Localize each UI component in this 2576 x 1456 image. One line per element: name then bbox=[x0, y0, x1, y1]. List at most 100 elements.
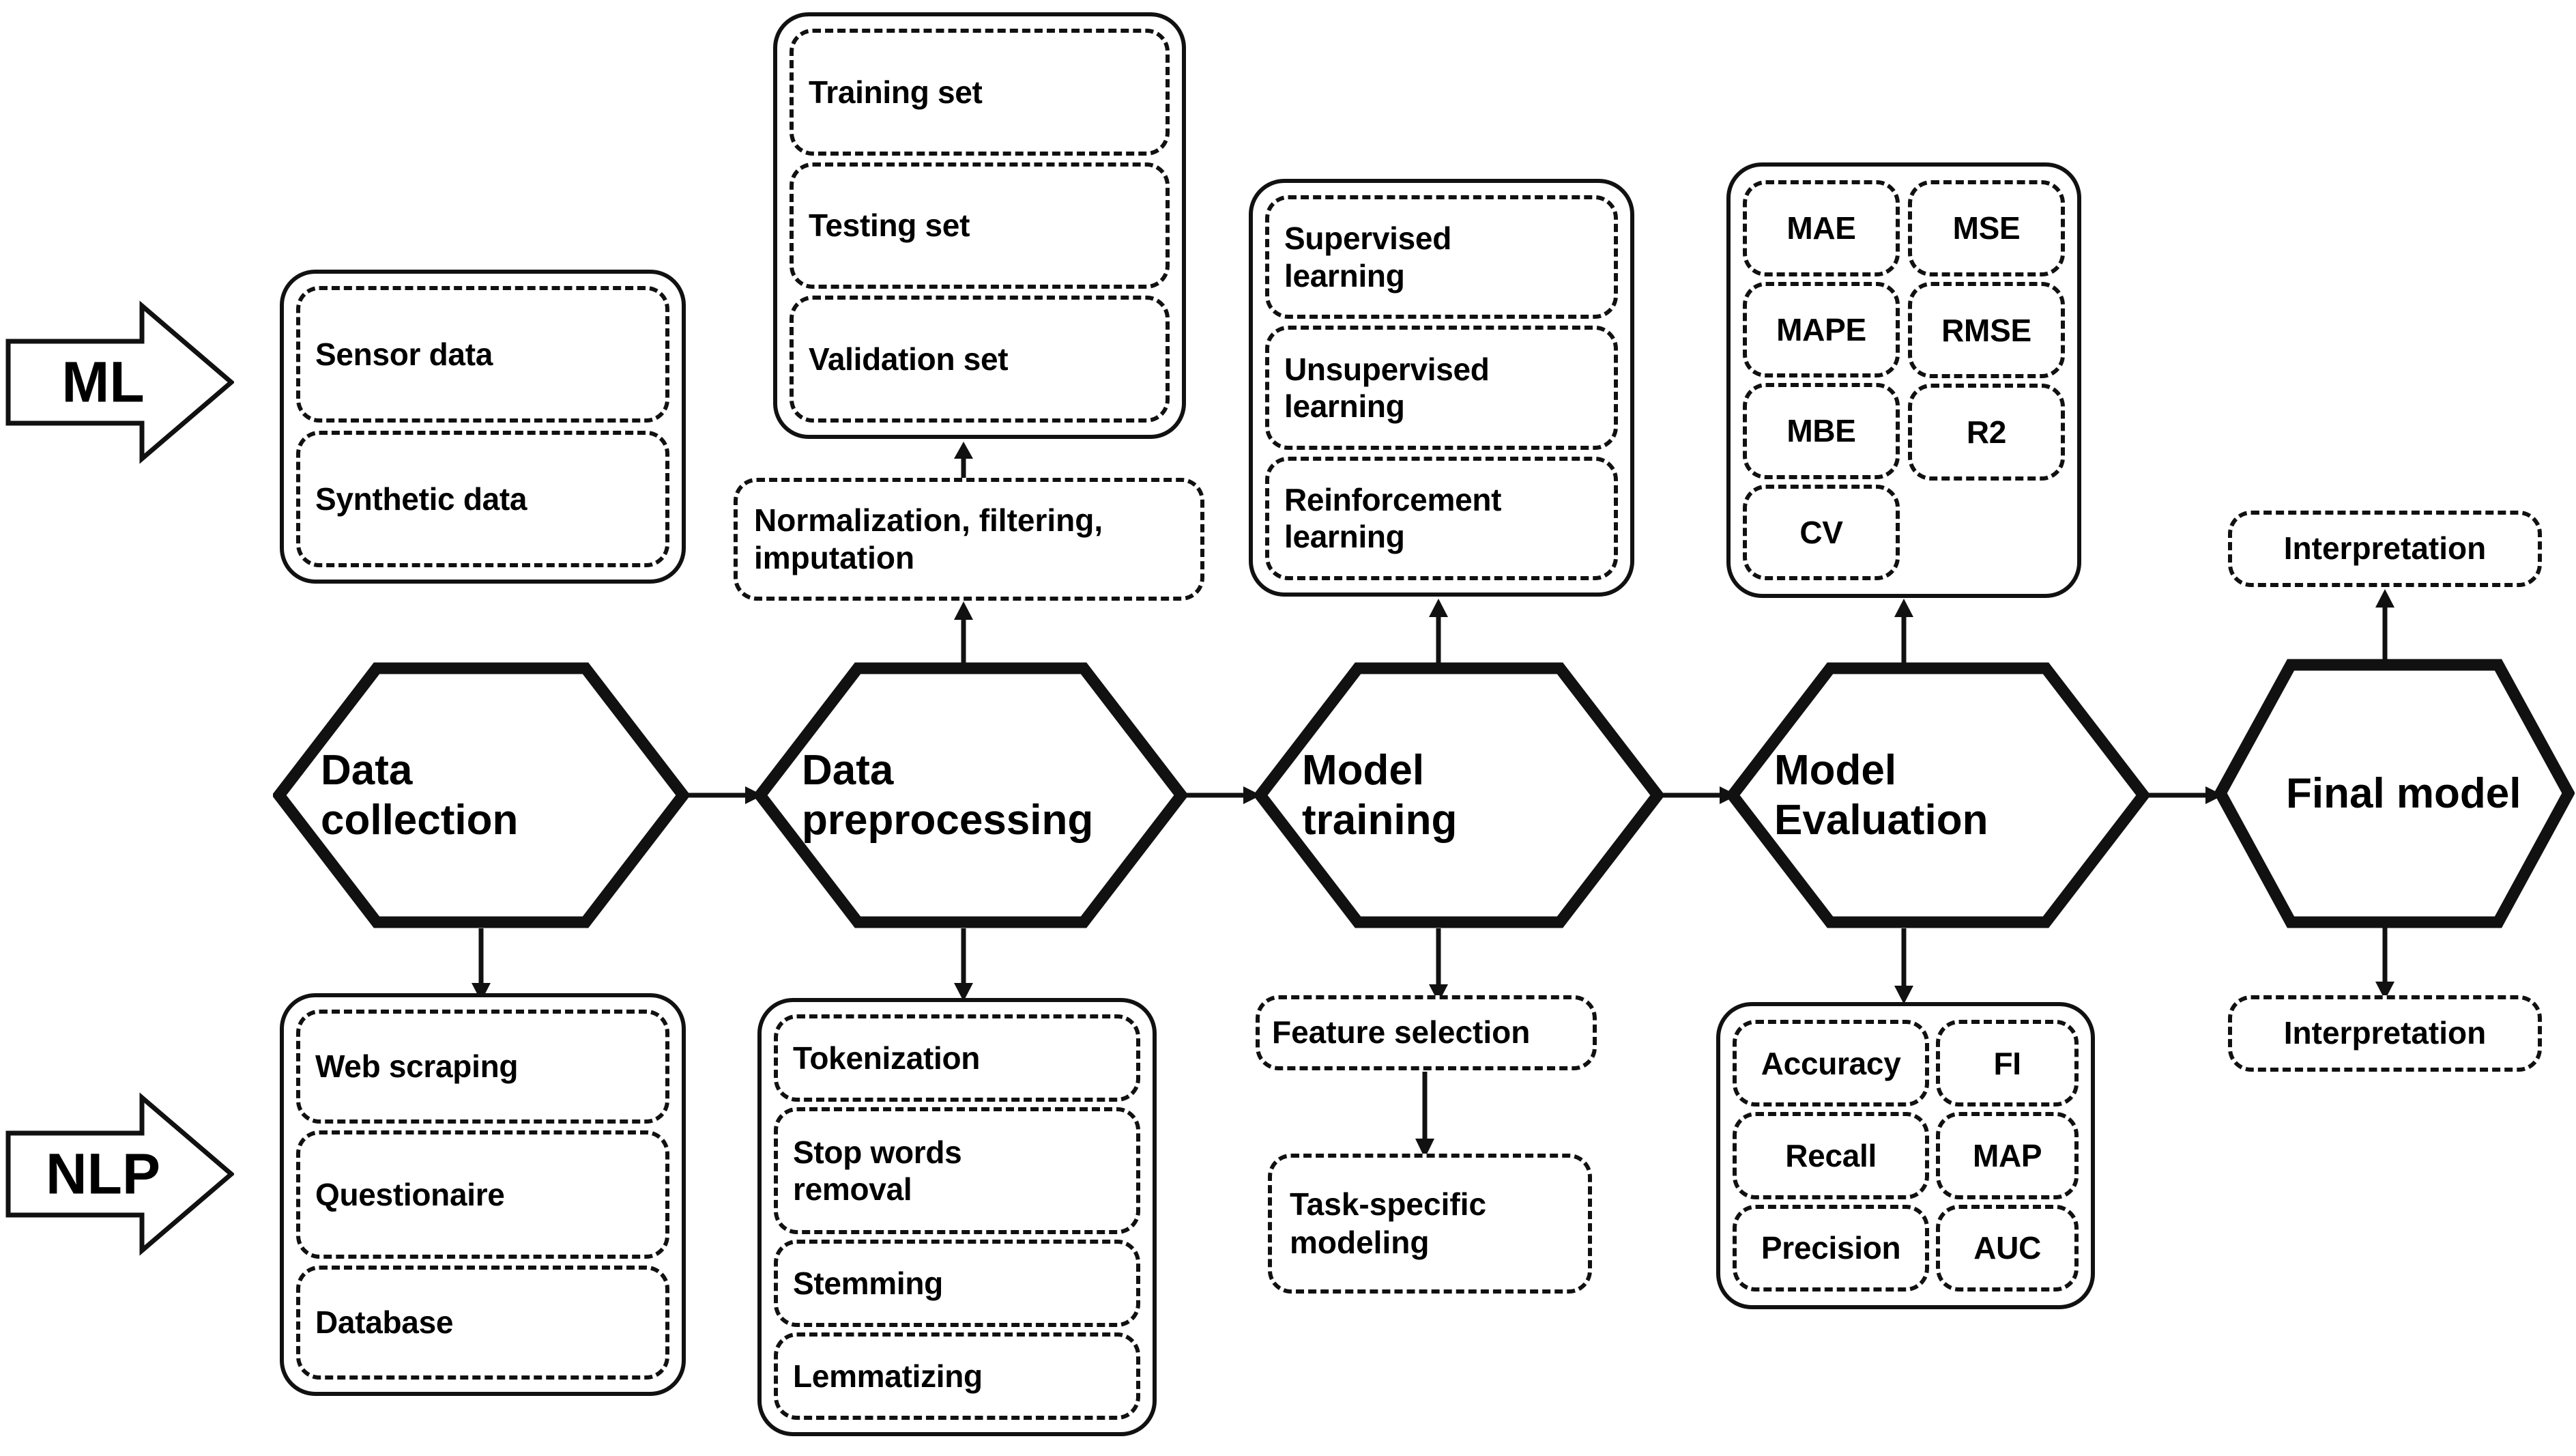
stage-label: Model Evaluation bbox=[1774, 746, 1988, 844]
nlp-source-item[interactable]: Database bbox=[296, 1265, 669, 1380]
metric-item[interactable]: RMSE bbox=[1908, 282, 2065, 379]
dataset-split-item[interactable]: Validation set bbox=[790, 296, 1170, 423]
normalization-label: Normalization, filtering, imputation bbox=[754, 502, 1103, 575]
arrow-evaluation-to-classification-metrics bbox=[1890, 928, 1917, 1005]
item-label: MAP bbox=[1972, 1137, 2042, 1173]
item-label: Testing set bbox=[809, 208, 970, 244]
regression-metrics-right-column: MSE RMSE R2 bbox=[1904, 180, 2065, 481]
final-model-interpretation-top[interactable]: Interpretation bbox=[2228, 511, 2542, 587]
learning-type-item[interactable]: Unsupervised learning bbox=[1265, 326, 1618, 450]
item-label: MAE bbox=[1786, 210, 1856, 246]
item-label: Sensor data bbox=[315, 336, 493, 372]
classification-metrics-left-column: Accuracy Recall Precision bbox=[1733, 1020, 1933, 1291]
learning-type-item[interactable]: Supervised learning bbox=[1265, 195, 1618, 319]
metric-item[interactable]: FI bbox=[1936, 1020, 2079, 1107]
stage-hexagon-final-model[interactable]: Final model bbox=[2214, 659, 2575, 928]
item-label: CV bbox=[1799, 514, 1843, 550]
arrow-evaluation-to-regression-metrics bbox=[1890, 598, 1917, 669]
item-label: Lemmatizing bbox=[793, 1358, 983, 1394]
ml-normalization-box[interactable]: Normalization, filtering, imputation bbox=[734, 478, 1204, 601]
nlp-preprocessing-item[interactable]: Stop words removal bbox=[774, 1107, 1140, 1234]
stage-hexagon-data-preprocessing[interactable]: Data preprocessing bbox=[754, 662, 1187, 928]
arrow-evaluation-to-final-model bbox=[2143, 780, 2225, 811]
arrow-final-model-to-interpretation-bottom bbox=[2371, 927, 2399, 1001]
nlp-evaluation-metrics-group: Accuracy Recall Precision FI MAP AUC bbox=[1716, 1002, 2095, 1309]
metric-item[interactable]: MAE bbox=[1743, 180, 1900, 276]
dataset-split-item[interactable]: Testing set bbox=[790, 162, 1170, 289]
dataset-split-item[interactable]: Training set bbox=[790, 29, 1170, 156]
classification-metrics-right-column: FI MAP AUC bbox=[1933, 1020, 2079, 1291]
ml-entry-arrow-label: ML bbox=[61, 349, 145, 414]
item-label: Questionaire bbox=[315, 1176, 505, 1212]
metric-item[interactable]: MSE bbox=[1908, 180, 2065, 277]
item-label: FI bbox=[1993, 1045, 2021, 1081]
item-label: Web scraping bbox=[315, 1048, 519, 1085]
stage-hexagon-data-collection[interactable]: Data collection bbox=[273, 662, 689, 928]
arrow-training-to-learning-types bbox=[1425, 598, 1452, 669]
ml-data-collection-group: Sensor data Synthetic data bbox=[280, 270, 686, 584]
item-label: Unsupervised learning bbox=[1284, 351, 1490, 424]
nlp-entry-arrow: NLP bbox=[5, 1092, 234, 1256]
nlp-source-item[interactable]: Questionaire bbox=[296, 1130, 669, 1259]
nlp-feature-selection-box[interactable]: Feature selection bbox=[1256, 995, 1597, 1070]
arrow-preprocessing-to-normalization bbox=[950, 601, 977, 666]
interpretation-label: Interpretation bbox=[2283, 530, 2487, 567]
nlp-preprocessing-item[interactable]: Tokenization bbox=[774, 1014, 1140, 1102]
metric-item[interactable]: AUC bbox=[1936, 1204, 2079, 1291]
item-label: Supervised learning bbox=[1284, 220, 1451, 294]
nlp-entry-arrow-label: NLP bbox=[46, 1141, 160, 1206]
item-label: Recall bbox=[1785, 1137, 1877, 1173]
task-modeling-label: Task-specific modeling bbox=[1290, 1186, 1487, 1260]
arrow-feature-selection-to-task-modeling bbox=[1411, 1072, 1438, 1159]
learning-type-item[interactable]: Reinforcement learning bbox=[1265, 456, 1618, 580]
arrow-collection-to-preprocessing bbox=[682, 780, 764, 811]
item-label: Stop words removal bbox=[793, 1134, 962, 1207]
item-label: Precision bbox=[1761, 1230, 1901, 1266]
arrow-collection-to-nlp-sources bbox=[467, 928, 495, 1002]
interpretation-label: Interpretation bbox=[2283, 1015, 2487, 1051]
item-label: Reinforcement learning bbox=[1284, 482, 1502, 555]
arrow-normalization-to-split bbox=[950, 441, 977, 483]
nlp-data-collection-group: Web scraping Questionaire Database bbox=[280, 993, 686, 1396]
ml-data-collection-item[interactable]: Synthetic data bbox=[296, 431, 669, 567]
metric-item[interactable]: MBE bbox=[1743, 383, 1900, 479]
nlp-preprocessing-item[interactable]: Lemmatizing bbox=[774, 1332, 1140, 1421]
metric-item[interactable]: Recall bbox=[1733, 1112, 1930, 1199]
metric-item[interactable]: MAP bbox=[1936, 1112, 2079, 1199]
arrow-preprocessing-to-nlp-steps bbox=[950, 928, 977, 1002]
item-label: Validation set bbox=[809, 341, 1009, 377]
item-label: Accuracy bbox=[1761, 1045, 1901, 1081]
item-label: AUC bbox=[1973, 1230, 2041, 1266]
item-label: Stemming bbox=[793, 1265, 943, 1301]
final-model-interpretation-bottom[interactable]: Interpretation bbox=[2228, 995, 2542, 1072]
nlp-preprocessing-item[interactable]: Stemming bbox=[774, 1239, 1140, 1327]
ml-entry-arrow: ML bbox=[5, 300, 234, 464]
item-label: Database bbox=[315, 1304, 454, 1341]
nlp-source-item[interactable]: Web scraping bbox=[296, 1010, 669, 1124]
stage-label: Data collection bbox=[321, 746, 519, 844]
feature-selection-label: Feature selection bbox=[1272, 1014, 1531, 1051]
arrow-preprocessing-to-training bbox=[1181, 780, 1262, 811]
ml-evaluation-metrics-group: MAE MAPE MBE CV MSE RMSE R2 bbox=[1726, 162, 2081, 598]
stage-hexagon-model-training[interactable]: Model training bbox=[1254, 662, 1664, 928]
metric-item[interactable]: Accuracy bbox=[1733, 1020, 1930, 1107]
nlp-task-modeling-box[interactable]: Task-specific modeling bbox=[1268, 1154, 1592, 1294]
stage-label: Final model bbox=[2286, 769, 2521, 817]
ml-data-collection-item[interactable]: Sensor data bbox=[296, 286, 669, 423]
ml-dataset-split-group: Training set Testing set Validation set bbox=[773, 12, 1186, 439]
arrow-training-to-feature-selection bbox=[1425, 928, 1452, 1003]
metric-item[interactable]: MAPE bbox=[1743, 281, 1900, 377]
item-label: MBE bbox=[1786, 413, 1856, 449]
stage-label: Model training bbox=[1302, 746, 1458, 844]
arrow-final-model-to-interpretation-top bbox=[2371, 588, 2399, 659]
stage-hexagon-model-evaluation[interactable]: Model Evaluation bbox=[1726, 662, 2150, 928]
metric-item[interactable]: CV bbox=[1743, 484, 1900, 580]
nlp-preprocessing-group: Tokenization Stop words removal Stemming… bbox=[757, 998, 1157, 1436]
item-label: MSE bbox=[1952, 210, 2021, 246]
ml-model-training-group: Supervised learning Unsupervised learnin… bbox=[1249, 179, 1634, 597]
metric-item[interactable]: R2 bbox=[1908, 384, 2065, 481]
metric-item[interactable]: Precision bbox=[1733, 1204, 1930, 1291]
stage-label: Data preprocessing bbox=[802, 746, 1094, 844]
item-label: Tokenization bbox=[793, 1040, 981, 1076]
